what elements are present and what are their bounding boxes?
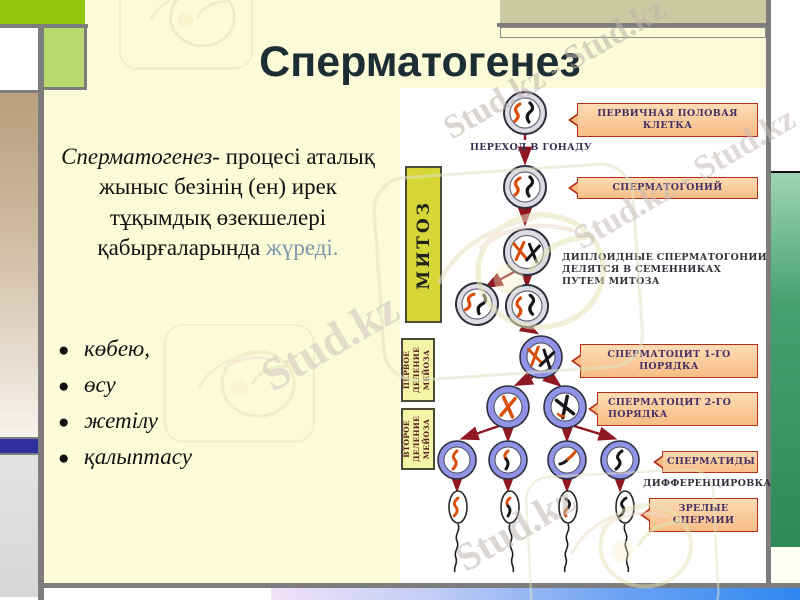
cell-spermatid [488,440,528,480]
divider-left-2 [0,437,38,439]
label-spermatogonium: СПЕРМАТОГОНИЙ [568,177,758,199]
cell-spermatid [547,440,587,480]
left-arrow-icon [571,353,581,368]
label-primary-germ-cell: ПЕРВИЧНАЯ ПОЛОВАЯ КЛЕТКА [568,103,758,137]
deco-block-tan-gradient [0,93,38,437]
bullet-text: жетілу [84,408,158,433]
bullet-text: қалыптасу [84,444,193,469]
divider-left-1 [0,90,38,93]
sperm-cell [558,490,578,573]
list-item: ● көбею, [58,336,378,362]
list-item: ● өсу [58,372,378,398]
divider-under-tan [497,23,771,27]
frame-bar-left [38,24,44,600]
cell-spermatocyte-2-right [543,385,587,429]
bullet-icon: ● [58,340,70,361]
deco-block-blue-left [0,439,38,453]
cell-spermatogonium [502,164,548,210]
deco-block-white-left [0,28,38,90]
page-title: Сперматогенез [259,38,581,86]
body-lead-italic: Сперматогенез- [61,144,220,169]
annotation-mitosis-note: ДИПЛОИДНЫЕ СПЕРМАТОГОНИИ ДЕЛЯТСЯ В СЕМЕН… [562,252,767,287]
deco-block-gray-left [0,455,38,597]
bullet-icon: ● [58,376,70,397]
left-arrow-icon [568,180,578,195]
bullet-text: көбею, [84,336,151,361]
cell-spermatid [600,440,640,480]
frame-bar-bottom [38,583,800,588]
deco-block-green-right [771,173,800,547]
phase-box-mitosis: МИТОЗ [405,166,442,323]
deco-block-lightgreen [44,28,87,90]
label-spermatids: СПЕРМАТИДЫ [653,451,758,473]
label-spermatocyte-2: СПЕРМАТОЦИТ 2-ГО ПОРЯДКА [588,392,758,426]
sperm-cell [448,490,468,573]
annotation-to-gonad: ПЕРЕХОД В ГОНАДУ [470,142,592,153]
divider-under-green [0,24,88,28]
list-item: ● жетілу [58,408,378,434]
frame-bar-right [766,0,771,588]
body-paragraph: Сперматогенез- процесі аталық жыныс безі… [58,142,378,263]
bullet-list: ● көбею, ● өсу ● жетілу ● қалыптасу [58,336,378,480]
cell-daughter-left [450,277,504,331]
left-arrow-icon [640,507,650,522]
deco-block-green-top-left [0,0,85,24]
body-highlight: жүреді. [265,235,339,261]
cell-daughter-right [501,280,553,332]
bullet-icon: ● [58,412,70,433]
label-spermatocyte-1: СПЕРМАТОЦИТ 1-ГО ПОРЯДКА [571,344,758,378]
cell-spermatocyte-2-left [486,385,530,429]
annotation-differentiation: ДИФФЕРЕНЦИРОВКА [643,478,772,489]
bullet-text: өсу [84,372,116,397]
deco-thin-outline-bar [500,27,766,38]
deco-bottom-blue-bar [271,588,800,600]
body-rest: процесі аталық жыныс безінің (ен) ирек т… [97,144,375,261]
deco-block-cream-right [771,547,800,583]
cell-diploid-spermatogonium [503,228,551,276]
sperm-cell [615,490,635,573]
bullet-icon: ● [58,448,70,469]
sperm-cell [500,490,520,573]
left-arrow-icon [588,401,598,416]
divider-left-3 [0,453,38,455]
label-mature-sperm: ЗРЕЛЫЕ СПЕРМИИ [640,498,758,532]
cell-spermatid [437,440,477,480]
cell-primary-germ [502,90,548,136]
divider-right-black [771,171,800,173]
left-arrow-icon [653,454,663,469]
list-item: ● қалыптасу [58,444,378,470]
deco-block-tan-top [500,0,766,23]
cell-spermatocyte-1 [519,335,563,379]
left-arrow-icon [568,112,578,127]
